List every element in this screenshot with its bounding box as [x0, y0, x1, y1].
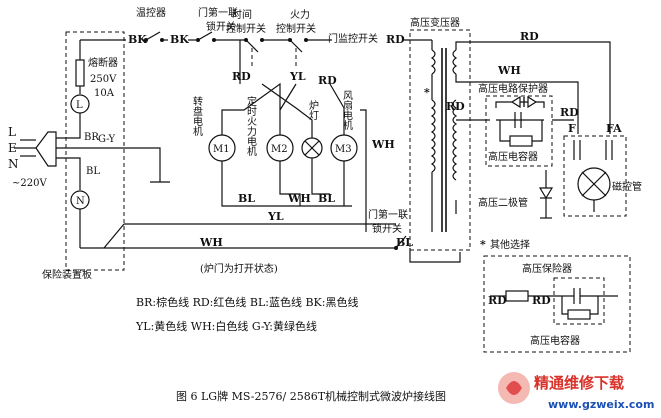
wire-RD-top: RD [520, 30, 539, 43]
oven-lamp-icon [301, 137, 323, 159]
turntable-motor-label: 转盘电机 [191, 95, 203, 137]
line-filter-N-label: N [76, 196, 85, 207]
wire-BL-3: BL [318, 192, 335, 205]
thermostat-switch [144, 31, 164, 42]
power-label-1: 火力 [290, 8, 310, 21]
wire-RD-transformer: RD [446, 100, 465, 113]
other-option-label: 其他选择 [490, 238, 530, 251]
hv-capacitor-label: 高压电容器 [488, 150, 538, 163]
wire-BK-2: BK [170, 33, 189, 46]
wire-WH-bottom: WH [199, 236, 223, 249]
wire-BL-board: BL [86, 166, 100, 177]
fuse-rating-voltage: 250V [90, 74, 117, 85]
F-terminal: F [568, 122, 576, 135]
hv-protector-icon [495, 95, 545, 109]
magnetron-label: 磁控管 [612, 180, 642, 193]
hv-protector-alt-label: 高压保险器 [522, 262, 572, 275]
hv-diode-label: 高压二极管 [478, 196, 528, 209]
wire-RD-opt-1: RD [488, 294, 507, 307]
timer-switch [244, 38, 264, 53]
voltage-label: ~220V [12, 178, 47, 189]
wire-BL-door: BL [396, 236, 413, 249]
fuse-label: 熔断器 [88, 56, 118, 69]
hv-capacitor-icon [496, 112, 544, 147]
fuse-icon [75, 59, 85, 87]
wire-BL-2: BL [238, 192, 255, 205]
transformer-asterisk: * [424, 86, 430, 99]
lamp-label: 炉灯 [307, 100, 319, 121]
N-terminal: N [8, 157, 19, 171]
protection-board-box [65, 31, 125, 271]
wire-BK-1: BK [128, 33, 147, 46]
option-resistor-icon [505, 290, 529, 302]
door-open-note: (炉门为打开状态) [200, 262, 278, 275]
m2-label: M2 [271, 144, 288, 155]
door-secondary-label-2: 锁开关 [372, 222, 402, 235]
wire-RD-opt-2: RD [532, 294, 551, 307]
door-primary-label-2: 锁开关 [206, 20, 236, 33]
L-terminal: L [8, 125, 16, 139]
timer-power-motor-label: 定时火力电机 [245, 95, 257, 157]
power-label-2: 控制开关 [276, 22, 316, 35]
wire-RD-m2: RD [232, 70, 251, 83]
m3-label: M3 [335, 144, 352, 155]
timer-label-2: 控制开关 [226, 22, 266, 35]
door-primary-label-1: 门第一联 [198, 6, 238, 19]
m1-label: M1 [213, 144, 230, 155]
watermark-title: 精通维修下载 [534, 374, 624, 392]
wire-RD-fan: RD [318, 74, 337, 87]
wire-WH-transformer: WH [497, 64, 521, 77]
fuse-rating-current: 10A [94, 88, 115, 99]
wire-RD-hv2: RD [560, 106, 579, 119]
hv-transformer-icon [430, 48, 458, 232]
wire-WH-2: WH [287, 192, 311, 205]
hv-transformer-box [409, 29, 471, 251]
door-secondary-switch [394, 235, 407, 250]
door-primary-switch [196, 31, 216, 42]
option-inner-box [553, 277, 605, 325]
hv-capacitor-alt-label: 高压电容器 [530, 334, 580, 347]
legend-row-1: BR:棕色线 RD:红色线 BL:蓝色线 BK:黑色线 [136, 295, 358, 309]
option-capacitor-icon [560, 288, 600, 320]
hv-protector-label: 高压电路保护器 [478, 82, 548, 95]
other-option-box [483, 255, 631, 353]
magnetron-icon [573, 140, 613, 212]
wire-RD-door: RD [386, 33, 405, 46]
figure-caption: 图 6 LG牌 MS-2576/ 2586T机械控制式微波炉接线图 [176, 389, 446, 403]
line-filter-L-label: L [76, 100, 83, 111]
power-plug [14, 131, 57, 167]
wire-YL-bottom: YL [267, 210, 284, 223]
magnetron-box [563, 135, 627, 217]
FA-terminal: FA [606, 122, 622, 135]
protection-board-label: 保险装置板 [42, 268, 92, 281]
hv-diode-icon [538, 170, 554, 219]
door-monitor-label: 门监控开关 [328, 32, 378, 45]
door-secondary-label-1: 门第一联 [368, 208, 408, 221]
wire-WH-fan: WH [371, 138, 395, 151]
option-asterisk: * [480, 238, 486, 251]
wire-YL-top: YL [289, 70, 306, 83]
watermark-url: www.gzweix.com [548, 398, 654, 411]
E-terminal: E [8, 141, 17, 155]
thermostat-label: 温控器 [136, 6, 166, 19]
wire-BR: BR [84, 132, 99, 143]
wire-GY: G-Y [98, 134, 115, 145]
fan-motor-label: 风扇电机 [341, 90, 353, 131]
timer-label-1: 时间 [232, 8, 252, 21]
hv-transformer-label: 高压变压器 [410, 16, 460, 29]
hv-protector-box [485, 95, 553, 167]
legend-row-2: YL:黄色线 WH:白色线 G-Y:黄绿色线 [135, 319, 317, 333]
watermark-logo [498, 372, 530, 404]
power-switch [288, 38, 308, 53]
